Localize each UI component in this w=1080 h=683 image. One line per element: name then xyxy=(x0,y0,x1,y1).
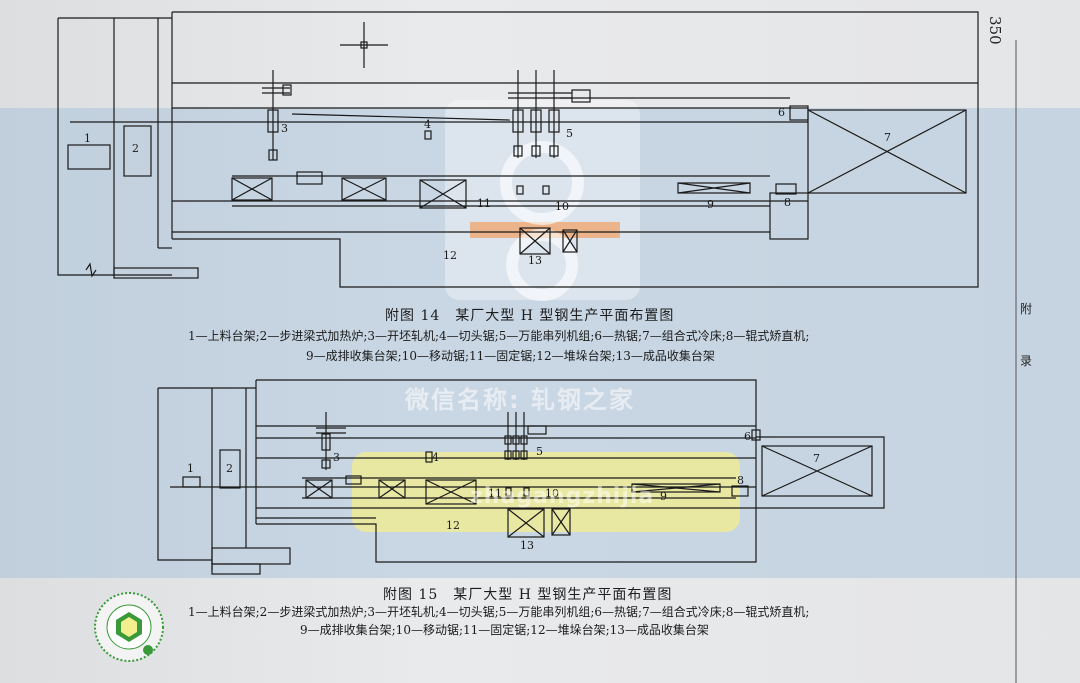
label-7: 7 xyxy=(884,131,891,144)
label-7: 7 xyxy=(813,452,820,465)
watermark-logo xyxy=(352,100,740,532)
label-13: 13 xyxy=(528,254,542,267)
figure14-legend-line2: 9—成排收集台架;10—移动锯;11—固定锯;12—堆垛台架;13—成品收集台架 xyxy=(306,349,715,363)
label-6: 6 xyxy=(744,430,751,443)
label-4: 4 xyxy=(432,451,439,464)
label-3: 3 xyxy=(333,451,340,464)
label-5: 5 xyxy=(566,127,573,140)
label-8: 8 xyxy=(784,196,791,209)
label-11: 11 xyxy=(477,197,491,210)
label-1: 1 xyxy=(187,462,194,475)
side-title-char-1: 附 xyxy=(1020,302,1033,316)
figure15-drawing xyxy=(157,379,885,575)
label-2: 2 xyxy=(132,142,139,155)
figure15-labels: 1 2 3 4 5 6 7 8 9 10 11 12 13 xyxy=(187,430,820,552)
label-5: 5 xyxy=(536,445,543,458)
label-12: 12 xyxy=(443,249,457,262)
watermark-text: 微信名称: 轧钢之家 xyxy=(405,386,635,414)
label-6: 6 xyxy=(778,106,785,119)
label-9: 9 xyxy=(707,198,714,211)
figure15-legend-line1: 1—上料台架;2—步进梁式加热炉;3—开坯轧机;4—切头锯;5—万能串列机组;6… xyxy=(188,605,810,619)
figure15-title: 附图 15 某厂大型 H 型钢生产平面布置图 xyxy=(383,587,673,603)
label-8: 8 xyxy=(737,474,744,487)
label-13: 13 xyxy=(520,539,534,552)
label-10: 10 xyxy=(545,487,559,500)
label-1: 1 xyxy=(84,132,91,145)
label-4: 4 xyxy=(424,118,431,131)
figure14-labels: 1 2 3 4 5 6 7 8 9 10 11 12 13 xyxy=(84,106,891,267)
figure14-drawing xyxy=(57,11,979,288)
label-2: 2 xyxy=(226,462,233,475)
qr-seal-icon xyxy=(94,592,164,662)
figure14-title: 附图 14 某厂大型 H 型钢生产平面布置图 xyxy=(385,308,675,324)
figure15-legend-line2: 9—成排收集台架;10—移动锯;11—固定锯;12—堆垛台架;13—成品收集台架 xyxy=(300,623,709,637)
label-3: 3 xyxy=(281,122,288,135)
figure14-legend-line1: 1—上料台架;2—步进梁式加热炉;3—开坯轧机;4—切头锯;5—万能串列机组;6… xyxy=(188,329,810,343)
label-11: 11 xyxy=(488,487,502,500)
watermark-url: zhagangzhijia xyxy=(470,484,655,509)
label-12: 12 xyxy=(446,519,460,532)
label-10: 10 xyxy=(555,200,569,213)
side-title-char-2: 录 xyxy=(1020,354,1033,368)
label-9: 9 xyxy=(660,490,667,503)
page-number: 350 xyxy=(986,16,1004,45)
